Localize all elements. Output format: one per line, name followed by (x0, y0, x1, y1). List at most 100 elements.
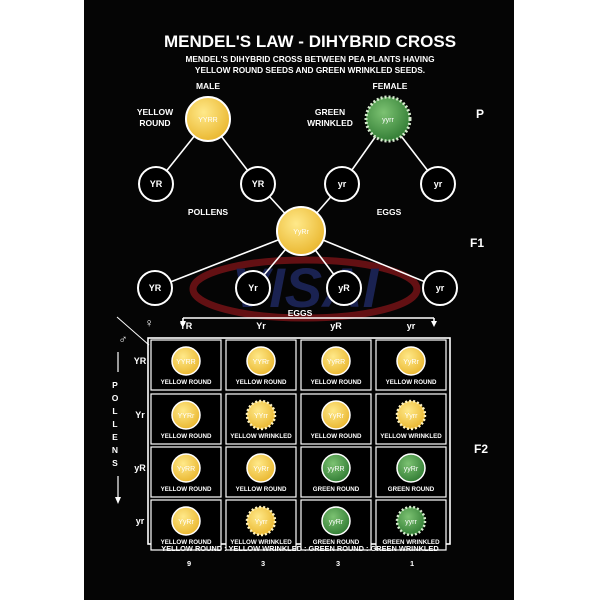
gamete-yr-female-2: yr (420, 166, 456, 202)
female-phenotype-line-1: GREEN (315, 107, 345, 117)
cell-phenotype: YELLOW ROUND (161, 539, 212, 546)
f1-gamete-1: YR (137, 270, 173, 306)
punnett-cell-0-0: YYRR YELLOW ROUND (150, 339, 222, 391)
gamete-yr-male-2: YR (240, 166, 276, 202)
egg-header-1: Yr (256, 321, 266, 331)
f1-gamete-3: yR (326, 270, 362, 306)
cell-phenotype: YELLOW ROUND (161, 433, 212, 440)
cell-phenotype: GREEN WRINKLED (382, 539, 440, 546)
yellow-round-seed-icon (185, 96, 231, 142)
male-parent-seed: YYRR (185, 96, 231, 142)
cell-phenotype: GREEN ROUND (313, 486, 360, 493)
cell-phenotype: YELLOW ROUND (161, 486, 212, 493)
female-phenotype-line-2: WRINKLED (307, 118, 353, 128)
pollen-header-2: yR (134, 463, 146, 473)
yellow-round-seed-icon (246, 453, 276, 483)
gamete-label: yr (434, 179, 443, 189)
yellow-round-seed-icon (321, 346, 351, 376)
subtitle-line-1: MENDEL'S DIHYBRID CROSS BETWEEN PEA PLAN… (185, 54, 434, 64)
green-round-seed-icon (396, 453, 426, 483)
cell-genotype: yyrr (405, 519, 417, 526)
generation-label-f1: F1 (470, 236, 484, 250)
male-phenotype-line-1: YELLOW (137, 107, 174, 117)
ratio-text: YELLOW ROUND : YELLOW WRINKLED : GREEN R… (161, 544, 439, 553)
cell-phenotype: YELLOW WRINKLED (380, 433, 442, 440)
ratio-number-green-round: 3 (336, 559, 340, 568)
gamete-label: YR (150, 179, 163, 189)
cell-genotype: YyRR (327, 359, 345, 366)
green-round-seed-icon (321, 453, 351, 483)
gamete-label: yr (436, 283, 445, 293)
cell-genotype: Yyrr (255, 519, 269, 526)
cell-genotype: YyRr (403, 359, 419, 366)
gamete-label: YR (149, 283, 162, 293)
punnett-eggs-label: EGGS (288, 308, 313, 318)
cell-genotype: Yyrr (405, 413, 419, 420)
cell-phenotype: YELLOW ROUND (311, 433, 362, 440)
f1-seed: YyRr (276, 206, 326, 256)
generation-label-f2: F2 (474, 442, 488, 456)
cell-phenotype: YELLOW ROUND (161, 379, 212, 386)
pollens-letter: P (112, 380, 118, 390)
yellow-round-seed-icon (171, 506, 201, 536)
f1-gamete-2: Yr (235, 270, 271, 306)
male-genotype: YYRR (198, 117, 217, 124)
cell-phenotype: YELLOW ROUND (236, 379, 287, 386)
green-wrinkled-seed-icon (395, 505, 427, 537)
pollen-header-0: YR (134, 356, 147, 366)
cell-genotype: yyRR (327, 466, 344, 473)
female-label: FEMALE (373, 81, 408, 91)
yellow-round-seed-icon (171, 453, 201, 483)
green-round-seed-icon (321, 506, 351, 536)
punnett-frame (147, 337, 451, 545)
egg-header-3: yr (407, 321, 416, 331)
male-phenotype-line-2: ROUND (139, 118, 170, 128)
yellow-wrinkled-seed-icon (245, 505, 277, 537)
egg-header-0: YR (180, 321, 193, 331)
gamete-label: YR (252, 179, 265, 189)
punnett-corner: ♀ ♂ (116, 316, 154, 346)
f1-gamete-4: yr (422, 270, 458, 306)
female-symbol-icon: ♀ (145, 316, 154, 330)
cell-phenotype: GREEN ROUND (313, 539, 360, 546)
yellow-wrinkled-seed-icon (245, 399, 277, 431)
female-genotype: yyrr (382, 117, 394, 124)
gamete-label: Yr (248, 283, 258, 293)
cell-genotype: YYRR (176, 359, 195, 366)
cell-genotype: YYRr (178, 413, 195, 420)
chart-title: MENDEL'S LAW - DIHYBRID CROSS (164, 32, 456, 51)
yellow-round-seed-icon (396, 346, 426, 376)
cell-phenotype: GREEN ROUND (388, 486, 435, 493)
cell-phenotype: YELLOW ROUND (386, 379, 437, 386)
f1-genotype: YyRr (293, 229, 309, 236)
gamete-yr-female-1: yr (324, 166, 360, 202)
male-label: MALE (196, 81, 220, 91)
cell-phenotype: YELLOW WRINKLED (230, 433, 292, 440)
green-wrinkled-seed-icon (364, 95, 412, 143)
male-symbol-icon: ♂ (119, 332, 128, 346)
yellow-round-seed-icon (171, 346, 201, 376)
generation-label-p: P (476, 107, 484, 121)
pollens-letter: O (112, 393, 119, 403)
cell-genotype: yyRr (404, 466, 419, 473)
gamete-label: yr (338, 179, 347, 189)
pollens-label: POLLENS (188, 207, 228, 217)
cell-genotype: YYRr (253, 359, 270, 366)
eggs-label: EGGS (377, 207, 402, 217)
cell-phenotype: YELLOW ROUND (236, 486, 287, 493)
pollen-header-3: yr (136, 516, 145, 526)
pollens-letter: N (112, 445, 118, 455)
yellow-round-seed-icon (276, 206, 326, 256)
cell-genotype: yyRr (329, 519, 344, 526)
cell-phenotype: YELLOW WRINKLED (230, 539, 292, 546)
subtitle-line-2: YELLOW ROUND SEEDS AND GREEN WRINKLED SE… (195, 65, 425, 75)
